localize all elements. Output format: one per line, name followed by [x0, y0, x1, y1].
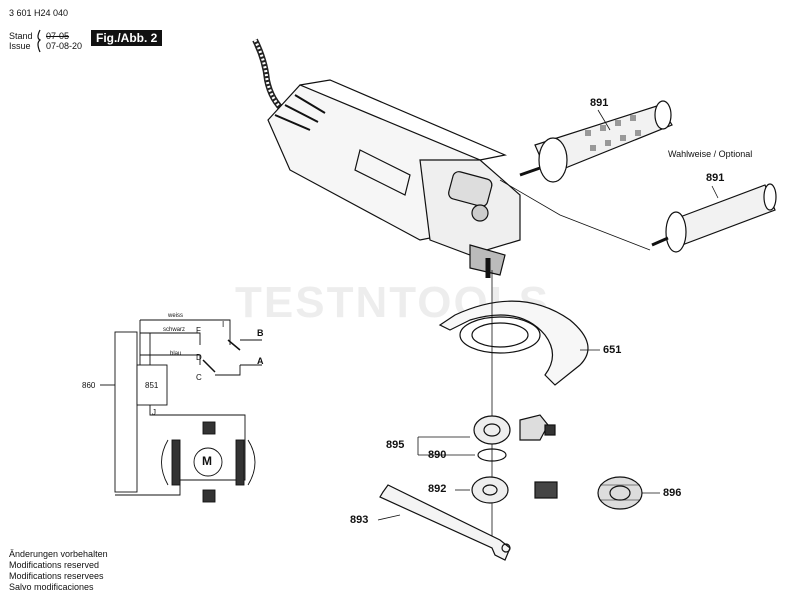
quick-nut-896 [597, 476, 660, 510]
note-line: Modifications reserved [9, 560, 100, 570]
part-895: 895 [386, 439, 405, 451]
note-line: Änderungen vorbehalten [9, 549, 108, 559]
motor-symbol [193, 447, 223, 477]
terminal-F: F [196, 326, 201, 335]
stand-old-date: 07-05 [46, 31, 70, 41]
brace-mark [37, 29, 42, 53]
part-893: 893 [350, 514, 369, 526]
optional-note: Wahlweise / Optional [668, 149, 753, 159]
note-line: Modifications reservees [9, 571, 104, 581]
clamping-nut-892 [455, 476, 558, 504]
stand-label: Stand [9, 31, 33, 41]
grinder-body [267, 79, 521, 278]
issue-date: 07-08-20 [46, 41, 83, 51]
note-line: Salvo modificaciones [9, 582, 94, 592]
terminal-C: C [196, 373, 202, 382]
part-851: 851 [145, 381, 159, 390]
part-651: 651 [603, 344, 622, 356]
wire-weiss: weiss [168, 313, 184, 319]
o-ring-890 [477, 448, 507, 462]
terminal-I: I [222, 320, 225, 329]
auxiliary-handle-upper [519, 100, 673, 183]
power-cord [252, 38, 288, 115]
issue-label: Issue [9, 41, 31, 51]
component-851 [136, 364, 168, 406]
spanner-893 [377, 484, 511, 561]
part-890: 890 [428, 449, 447, 461]
document-number: 3 601 H24 040 [9, 8, 69, 18]
modification-notes: Änderungen vorbehalten Modifications res… [9, 549, 108, 593]
figure-label: Fig./Abb. 2 [91, 30, 163, 46]
terminal-D: D [196, 353, 202, 362]
terminal-A: A [257, 356, 264, 366]
flange-895 [473, 414, 556, 445]
part-892: 892 [428, 483, 447, 495]
wheel-guard [438, 300, 600, 386]
part-896: 896 [663, 487, 682, 499]
part-860: 860 [82, 381, 96, 390]
terminal-B: B [257, 328, 264, 338]
motor-label: M [202, 454, 212, 468]
wire-schwarz: schwarz [163, 327, 186, 333]
wiring-diagram [100, 319, 262, 503]
wire-blau: blau [170, 351, 182, 357]
part-891-optional: 891 [706, 172, 725, 184]
part-891-upper: 891 [590, 97, 609, 109]
terminal-J: J [152, 408, 156, 417]
auxiliary-handle-optional [651, 183, 777, 253]
